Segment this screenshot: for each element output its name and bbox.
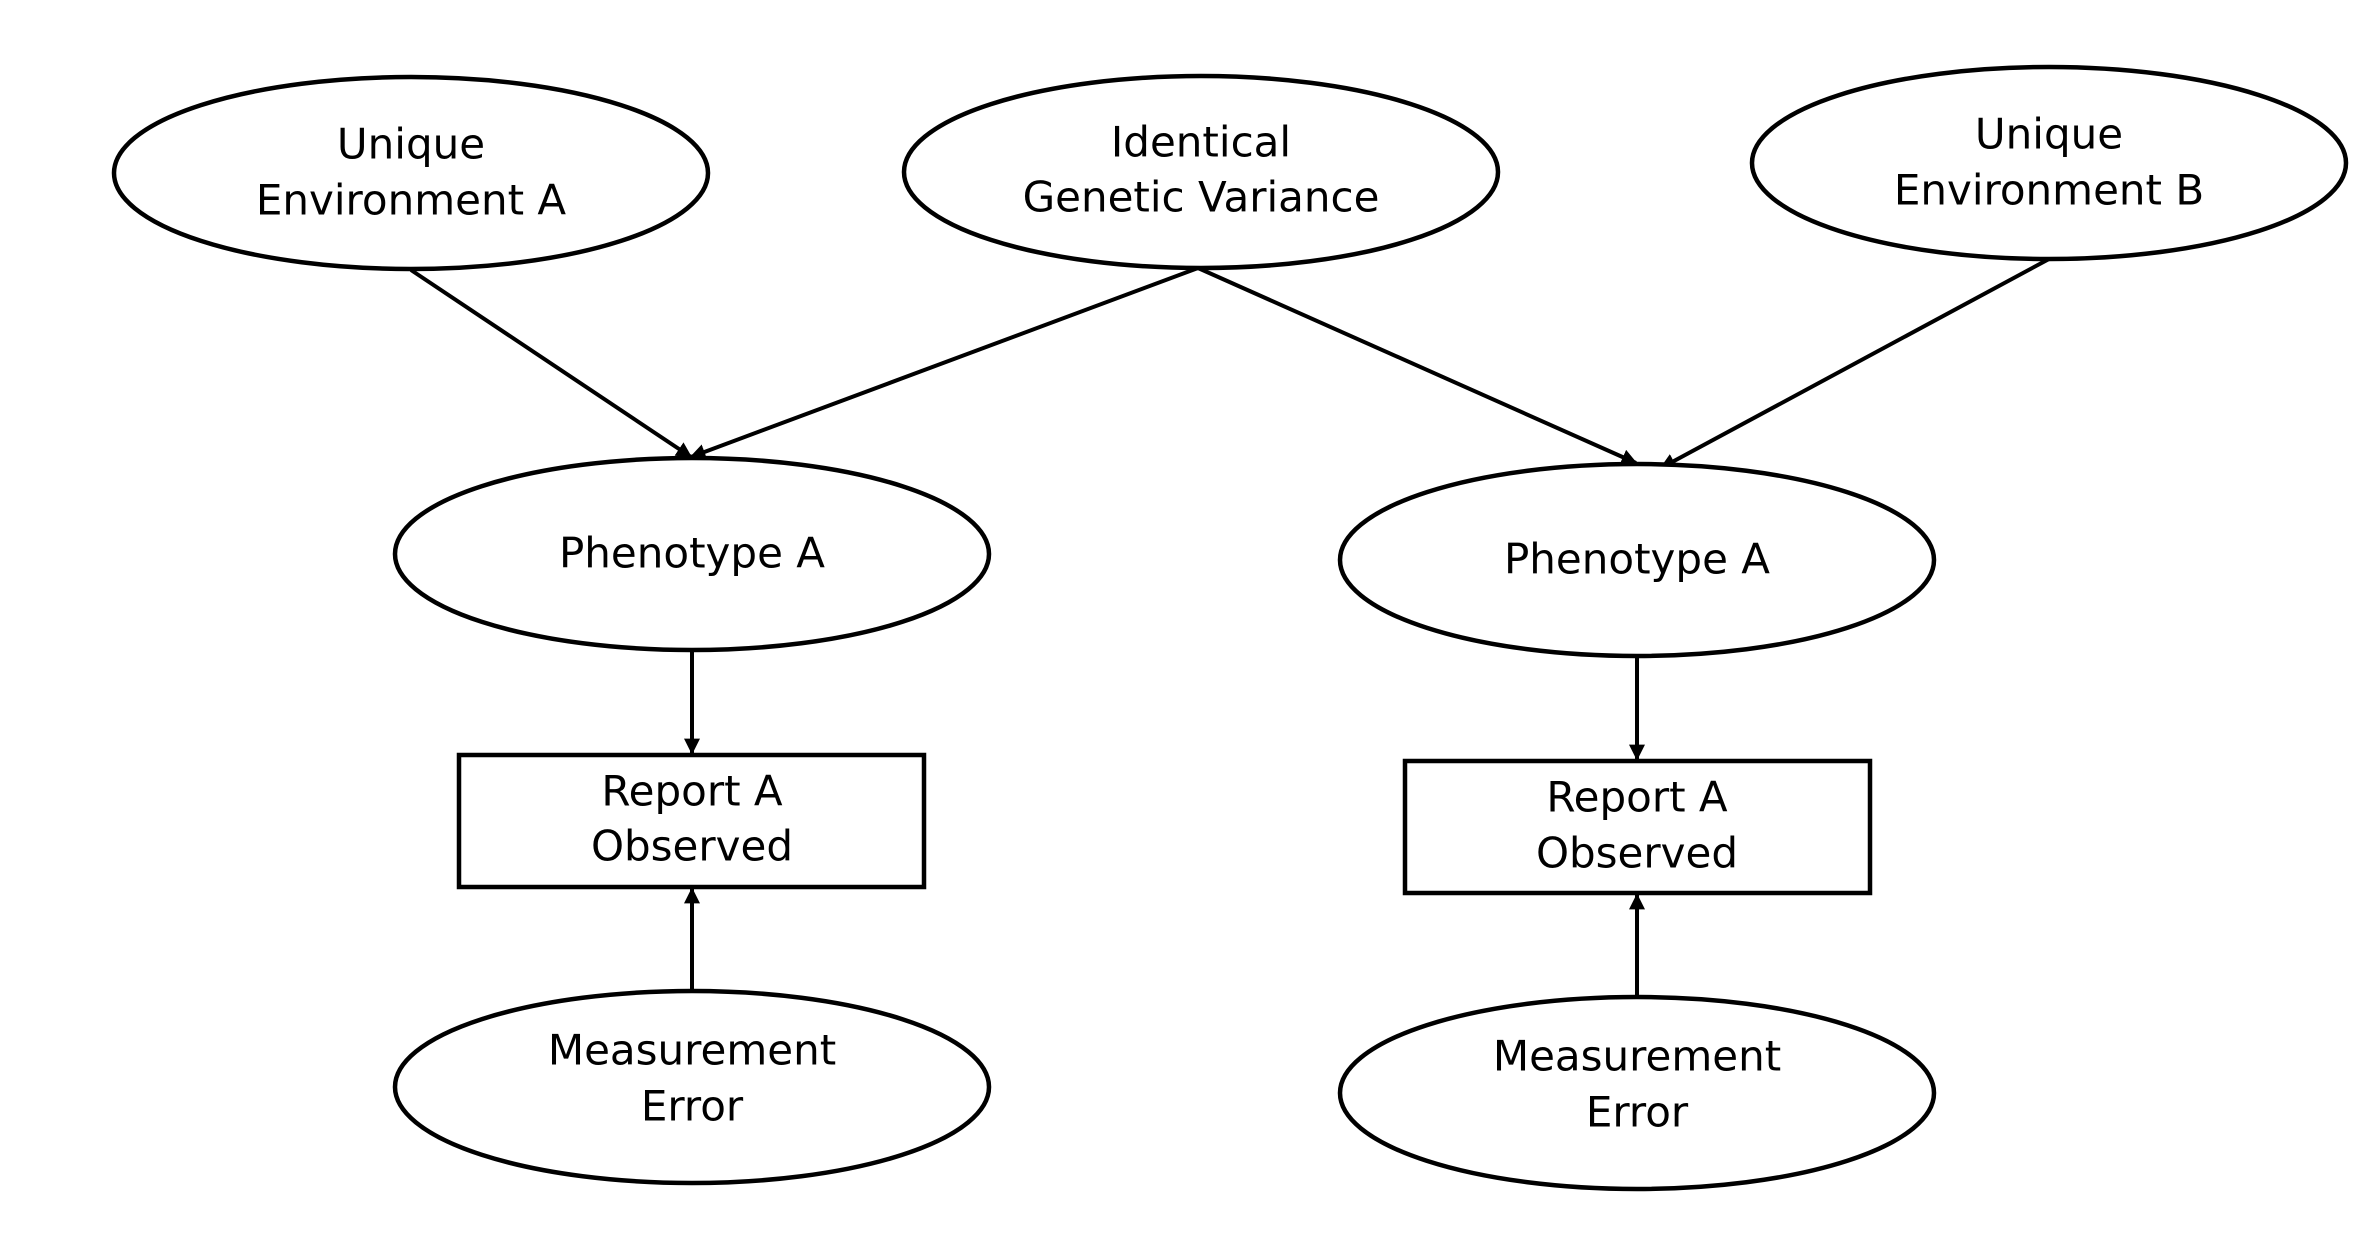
node-unique-environment-a: Unique Environment A (111, 74, 711, 272)
node-phenotype-left: Phenotype A (392, 455, 992, 653)
edge-env-b-to-phenotype-right (1659, 257, 2050, 470)
node-label-line: Report A (1546, 773, 1728, 822)
node-label-line: Phenotype A (559, 529, 825, 578)
node-label-line: Measurement (1493, 1032, 1781, 1081)
node-report-right: Report A Observed (1402, 758, 1873, 896)
edge-genetic-to-phenotype-left (689, 266, 1199, 460)
node-unique-environment-b: Unique Environment B (1749, 64, 2349, 262)
node-label-line: Error (641, 1082, 744, 1131)
node-label-line: Observed (1536, 829, 1738, 878)
node-label-line: Measurement (548, 1026, 836, 1075)
node-label-line: Phenotype A (1504, 535, 1770, 584)
node-report-left: Report A Observed (456, 752, 927, 890)
node-phenotype-right: Phenotype A (1337, 461, 1937, 659)
node-label-line: Unique (1975, 110, 2123, 159)
edge-genetic-to-phenotype-right (1197, 266, 1638, 465)
node-label-line: Unique (337, 120, 485, 169)
node-label-line: Environment B (1894, 166, 2204, 215)
node-label-line: Observed (591, 822, 793, 871)
node-label-line: Environment A (256, 176, 567, 225)
node-measurement-error-right: Measurement Error (1337, 994, 1937, 1192)
edge-env-a-to-phenotype-left (409, 268, 693, 459)
edges (409, 257, 2050, 998)
node-label-line: Identical (1111, 118, 1291, 167)
node-label-line: Report A (601, 767, 783, 816)
node-measurement-error-left: Measurement Error (392, 988, 992, 1186)
node-label-line: Genetic Variance (1023, 173, 1380, 222)
node-identical-genetic-variance: Identical Genetic Variance (901, 73, 1501, 271)
node-label-line: Error (1586, 1088, 1689, 1137)
